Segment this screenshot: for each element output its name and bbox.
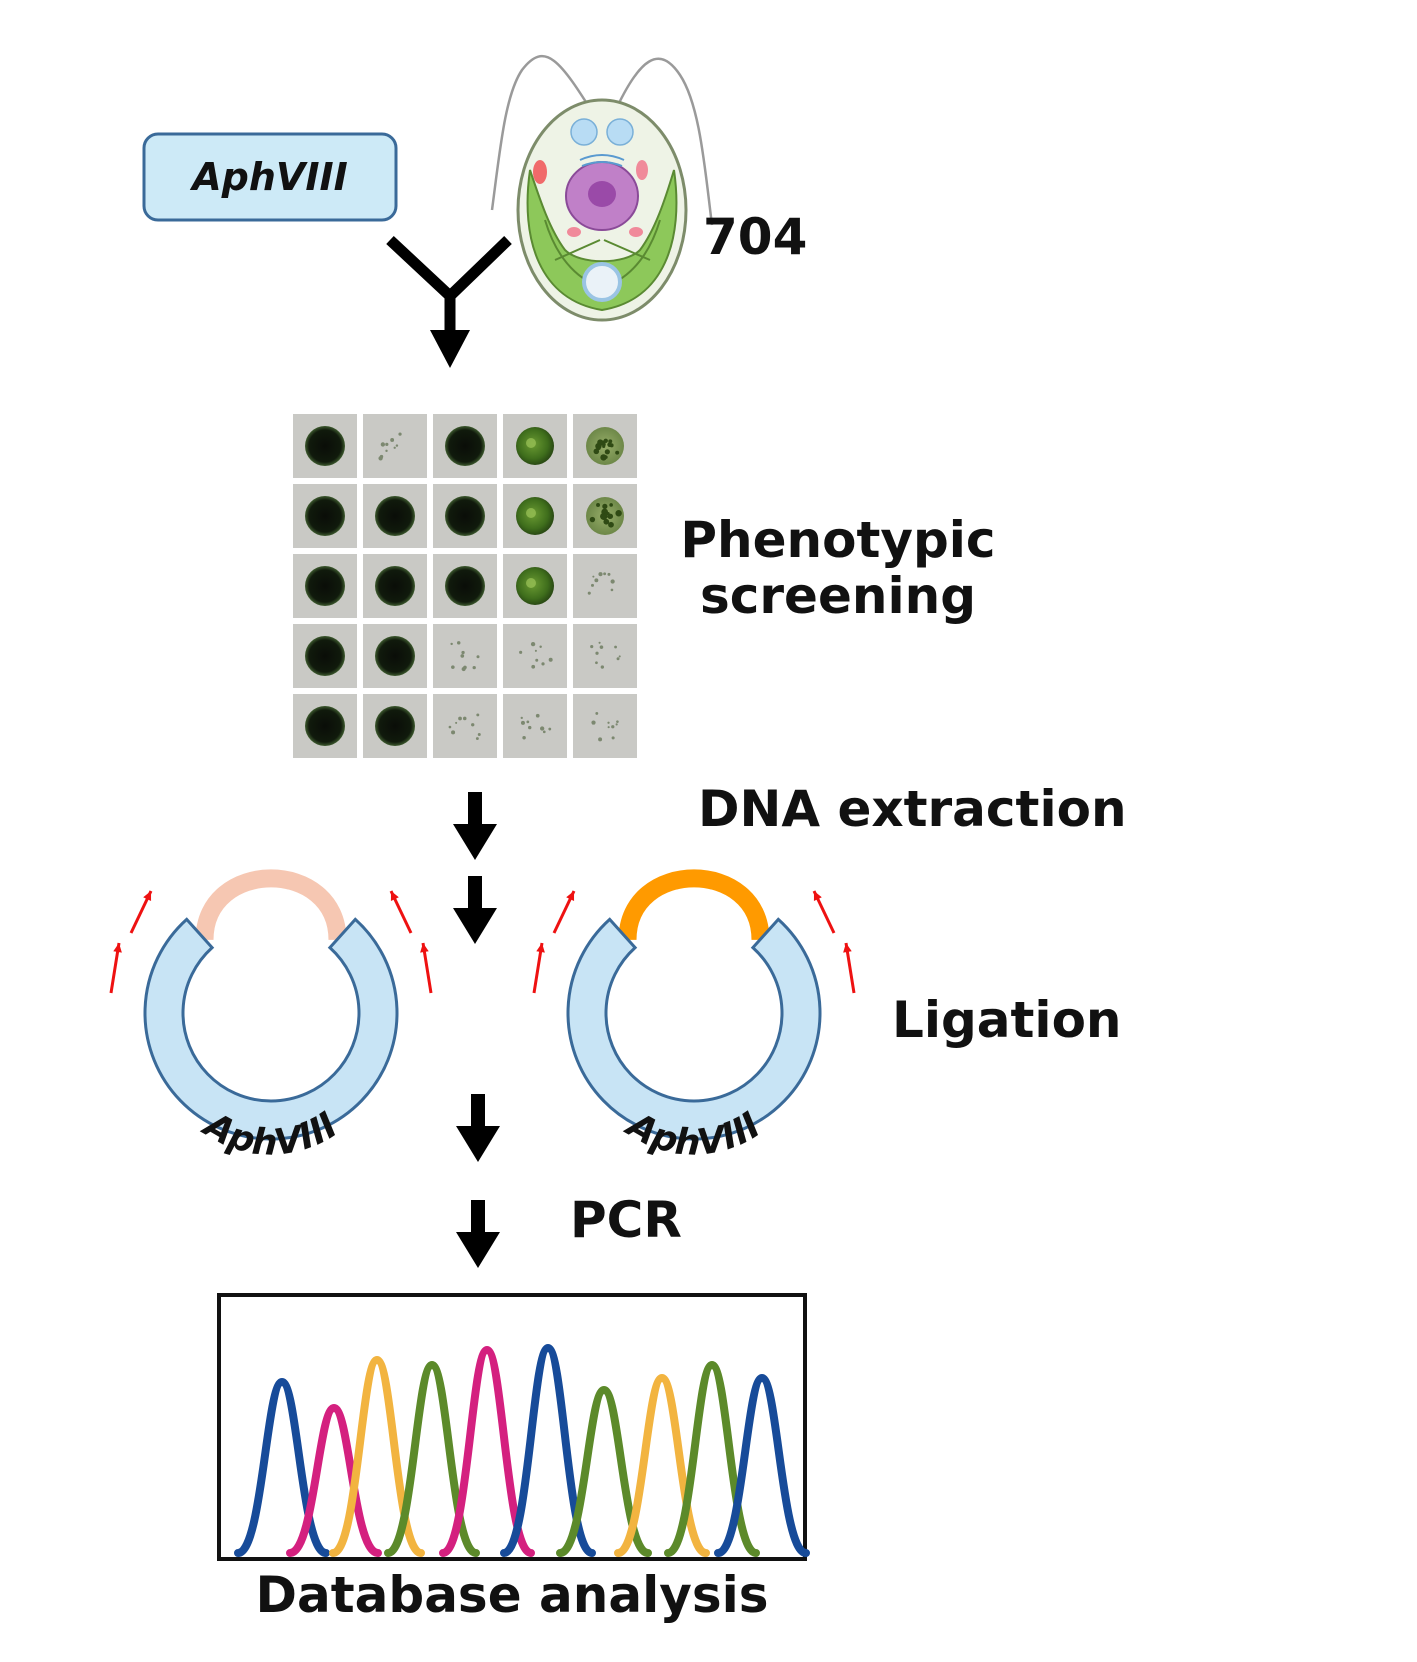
down-arrow-icon — [453, 792, 497, 860]
chromatogram — [217, 1293, 810, 1561]
algae-cell-icon — [490, 54, 714, 322]
screening-label-line1: Phenotypic — [680, 511, 995, 569]
colony-cell-speckled — [573, 414, 637, 478]
merge-arrow-icon — [386, 235, 512, 368]
database-analysis-label: Database analysis — [256, 1566, 769, 1624]
colony-cell-dark — [433, 554, 497, 618]
colony-cell-empty — [573, 624, 637, 688]
primer-arrow-icon — [843, 942, 856, 994]
strain-label: 704 — [703, 208, 807, 266]
chromatogram-peak — [286, 1403, 382, 1557]
plasmid-backbone — [143, 917, 399, 1141]
primer-arrow-icon — [129, 890, 153, 934]
chromatogram-peak — [439, 1345, 535, 1557]
primer-arrow-icon — [552, 890, 576, 934]
down-arrow-icon — [456, 1200, 500, 1268]
marker-box-label: AphVIII — [189, 155, 348, 199]
colony-cell-empty — [503, 624, 567, 688]
colony-cell-dark — [293, 414, 357, 478]
colony-cell-dark — [293, 554, 357, 618]
colony-cell-dark — [433, 484, 497, 548]
down-arrow-icon — [453, 876, 497, 944]
colony-grid — [293, 414, 637, 758]
primer-arrow-icon — [812, 890, 836, 934]
colony-cell-dark — [293, 484, 357, 548]
down-arrow-icon — [456, 1094, 500, 1162]
primer-arrow-icon — [389, 890, 413, 934]
colony-cell-speckled — [573, 484, 637, 548]
colony-cell-dark — [433, 414, 497, 478]
colony-cell-empty — [573, 554, 637, 618]
colony-cell-dark — [363, 624, 427, 688]
colony-cell-empty — [433, 624, 497, 688]
plasmid-backbone — [566, 917, 822, 1141]
plasmid-right: AphVIII — [532, 869, 856, 1164]
colony-cell-dark — [293, 694, 357, 758]
colony-cell-empty — [433, 694, 497, 758]
colony-cell-dark — [293, 624, 357, 688]
chromatogram-peak — [714, 1373, 810, 1557]
plasmid-left: AphVIII — [109, 869, 433, 1164]
marker-box: AphVIII — [142, 132, 398, 222]
colony-cell-dark — [363, 694, 427, 758]
insert-arc — [195, 869, 347, 941]
colony-cell-green — [503, 414, 567, 478]
primer-arrow-icon — [532, 942, 545, 994]
colony-cell-dark — [363, 484, 427, 548]
primer-arrow-icon — [109, 942, 122, 994]
colony-cell-empty — [573, 694, 637, 758]
colony-cell-green — [503, 484, 567, 548]
colony-cell-empty — [503, 694, 567, 758]
chromatogram-traces — [234, 1343, 810, 1557]
insert-arc — [618, 869, 770, 941]
ligation-label: Ligation — [892, 991, 1122, 1049]
colony-cell-empty — [363, 414, 427, 478]
chromatogram-peak — [500, 1343, 596, 1557]
screening-label: Phenotypic screening — [680, 511, 995, 625]
screening-label-line2: screening — [700, 567, 976, 625]
primer-arrow-icon — [420, 942, 433, 994]
dna-extraction-label: DNA extraction — [698, 780, 1127, 838]
colony-cell-green — [503, 554, 567, 618]
pcr-label: PCR — [570, 1191, 682, 1249]
colony-cell-dark — [363, 554, 427, 618]
chromatogram-peak — [556, 1385, 652, 1557]
